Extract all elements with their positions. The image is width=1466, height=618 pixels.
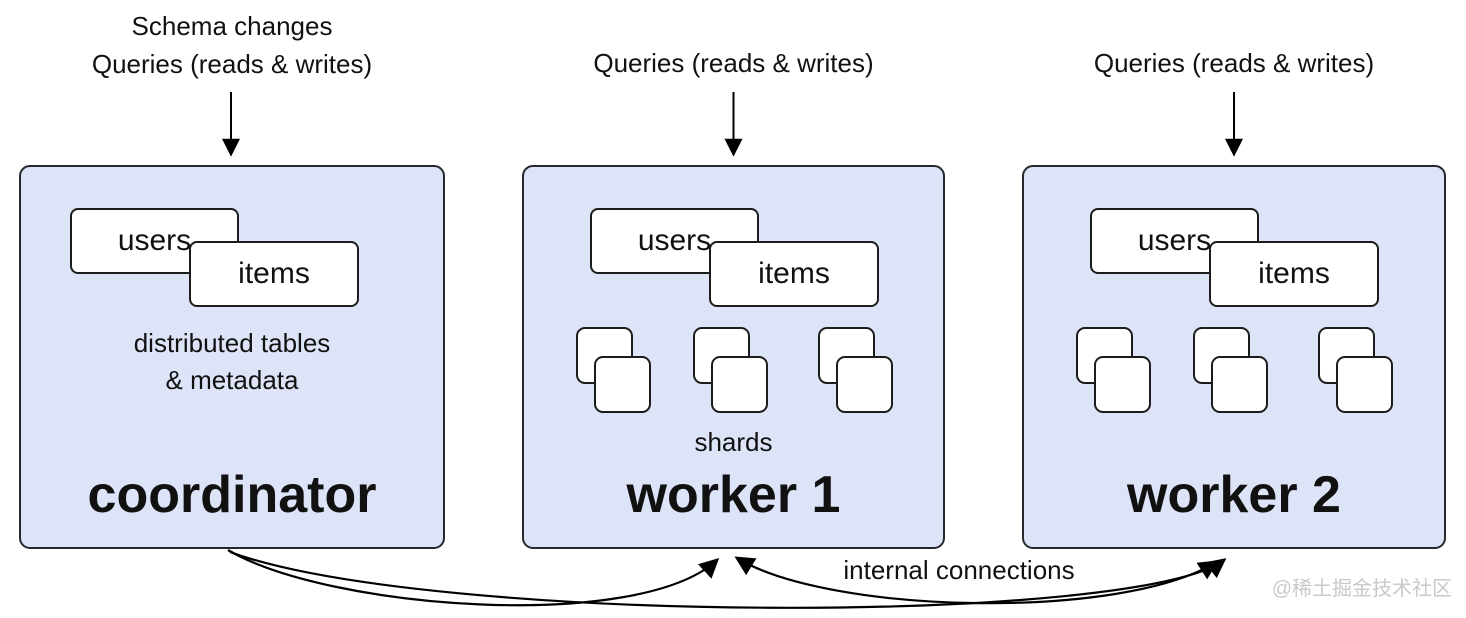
users-table-label: users: [117, 224, 192, 257]
shards-label: shards: [694, 427, 773, 457]
shard-icon: [711, 356, 768, 413]
worker2-input-label: Queries (reads & writes): [1093, 48, 1375, 78]
coordinator-input-label: Schema changes Queries (reads & writes): [19, 7, 445, 83]
worker2-title: worker 2: [1127, 466, 1341, 524]
worker2-node: users items worker 2: [1022, 165, 1446, 549]
shard-icon: [1336, 356, 1393, 413]
arrow-worker1-worker2: [734, 556, 1219, 605]
shard-icon: [1094, 356, 1151, 413]
internal-connections-label: internal connections: [843, 555, 1075, 585]
worker1-title: worker 1: [626, 466, 841, 524]
shard-group: [818, 327, 893, 413]
items-table-card: items: [1209, 241, 1379, 307]
shard-icon: [836, 356, 893, 413]
shard-group: [576, 327, 651, 413]
users-table-label: users: [1137, 224, 1212, 257]
coordinator-title: coordinator: [87, 466, 377, 524]
items-table-card: items: [709, 241, 879, 307]
schema-changes-label: Schema changes: [131, 11, 333, 41]
shard-group: [1193, 327, 1268, 413]
queries-label: Queries (reads & writes): [91, 49, 373, 79]
items-table-label: items: [238, 257, 310, 290]
shard-group: [1318, 327, 1393, 413]
worker1-input-label: Queries (reads & writes): [593, 48, 874, 78]
worker1-node: users items shards worker 1: [522, 165, 945, 549]
watermark: @稀土掘金技术社区: [1271, 578, 1452, 600]
users-table-label: users: [637, 224, 712, 257]
arrow-coordinator-to-worker1: [227, 549, 720, 607]
shard-icon: [594, 356, 651, 413]
shard-icon: [1211, 356, 1268, 413]
coordinator-node: users items distributed tables & metadat…: [19, 165, 445, 549]
coordinator-note: distributed tables & metadata: [133, 328, 331, 395]
arrow-coordinator-to-worker2: [229, 550, 1227, 609]
items-table-label: items: [1258, 257, 1330, 290]
shard-group: [1076, 327, 1151, 413]
items-table-card: items: [189, 241, 359, 307]
shard-group: [693, 327, 768, 413]
items-table-label: items: [758, 257, 830, 290]
